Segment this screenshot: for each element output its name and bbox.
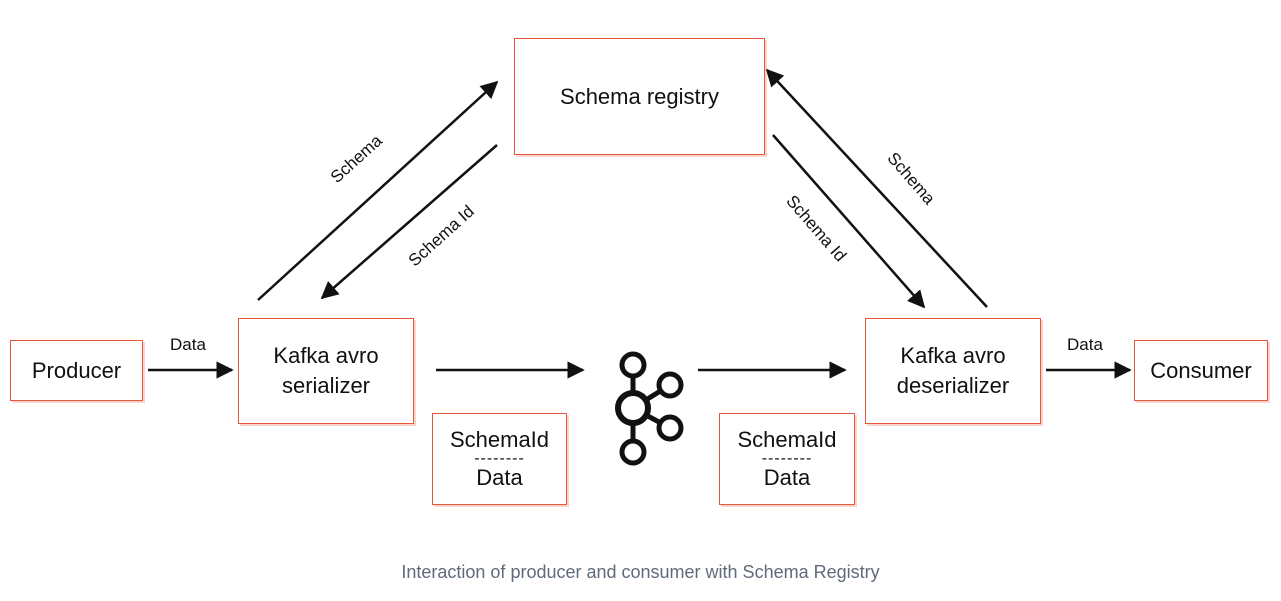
message-data: Data <box>763 465 811 490</box>
message-consumed: SchemaId -------- Data <box>719 413 855 505</box>
producer-node: Producer <box>10 340 143 401</box>
serializer-node: Kafka avro serializer <box>238 318 414 424</box>
deserializer-label-line2: deserializer <box>896 373 1010 398</box>
message-separator: -------- <box>761 450 813 467</box>
message-serialized: SchemaId -------- Data <box>432 413 567 505</box>
deserializer-node: Kafka avro deserializer <box>865 318 1041 424</box>
message-schema-id: SchemaId <box>737 427 837 452</box>
registry-schema-id-to-serializer-arrow <box>320 144 498 300</box>
schema-registry-node: Schema registry <box>514 38 765 155</box>
deserializer-schema-arrow <box>765 68 988 308</box>
serializer-schema-label: Schema <box>327 131 386 187</box>
deserializer-label-line1: Kafka avro <box>900 343 1006 368</box>
deserializer-schema-id-label: Schema Id <box>782 191 850 265</box>
consumer-data-label: Data <box>1067 335 1103 354</box>
schema-registry-label: Schema registry <box>560 83 719 109</box>
figure-caption: Interaction of producer and consumer wit… <box>401 562 880 582</box>
serializer-schema-id-label: Schema Id <box>405 202 478 270</box>
message-separator: -------- <box>474 450 525 467</box>
producer-data-label: Data <box>170 335 206 354</box>
consumer-node: Consumer <box>1134 340 1268 401</box>
message-schema-id: SchemaId <box>449 427 550 452</box>
producer-label: Producer <box>31 357 122 383</box>
registry-schema-id-to-deserializer-arrow <box>772 134 926 309</box>
serializer-label-line2: serializer <box>281 373 371 398</box>
serializer-schema-arrow <box>257 80 499 301</box>
message-data: Data <box>476 465 523 490</box>
consumer-label: Consumer <box>1150 357 1252 383</box>
kafka-logo-icon <box>615 351 684 466</box>
serializer-label-line1: Kafka avro <box>273 343 379 368</box>
deserializer-schema-label: Schema <box>884 149 940 209</box>
